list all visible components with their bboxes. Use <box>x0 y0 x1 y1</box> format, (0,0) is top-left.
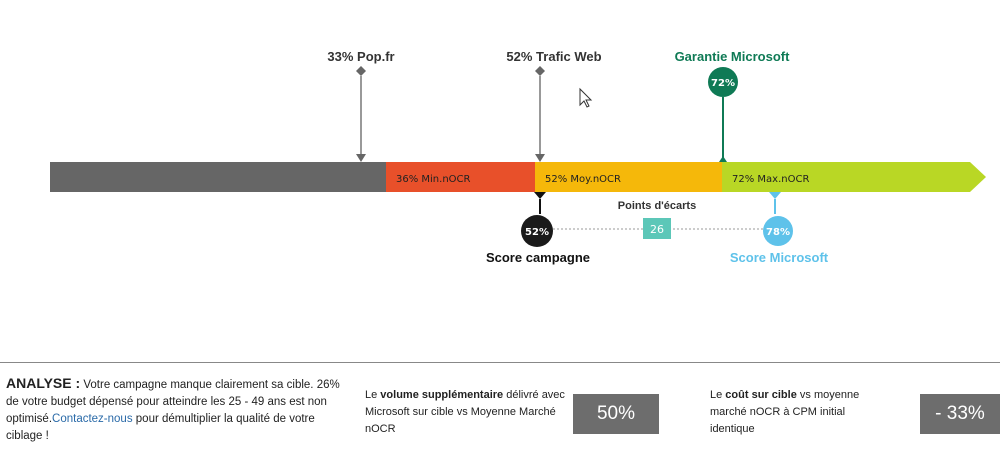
mouse-cursor-icon <box>579 87 593 108</box>
score-campagne-circle <box>521 215 553 247</box>
diamond-icon <box>535 66 545 76</box>
marker-trafic-web: 52% Trafic Web <box>506 49 602 162</box>
score-diagram: 36% Min.nOCR 52% Moy.nOCR 72% Max.nOCR 33%… <box>50 49 986 265</box>
arrow-down-icon <box>535 154 545 162</box>
score-campagne-label: Score campagne <box>486 250 590 265</box>
analysis-text: ANALYSE : Votre campagne manque claireme… <box>6 375 346 445</box>
stat-cost-text: Le coût sur cible vs moyenne marché nOCR… <box>710 387 890 438</box>
score-bar: 36% Min.nOCR 52% Moy.nOCR 72% Max.nOCR <box>50 162 986 192</box>
stat-cost-post: vs moyenne marché nOCR à CPM initial ide… <box>710 389 860 435</box>
analysis-heading: ANALYSE : <box>6 375 81 391</box>
bar-segment <box>535 162 722 192</box>
marker-pop-fr: 33% Pop.fr <box>327 49 395 162</box>
points-ecarts-box <box>643 218 671 239</box>
score-microsoft-label: Score Microsoft <box>730 250 829 265</box>
garantie-microsoft: Garantie Microsoft 72% <box>675 49 791 162</box>
bar-segment-label: 52% Moy.nOCR <box>545 174 621 185</box>
points-ecarts-value: 26 <box>650 223 664 236</box>
points-ecarts-title: Points d'écarts <box>618 200 696 212</box>
stat-cost-value: - 33% <box>920 394 1000 434</box>
contact-link[interactable]: Contactez-nous <box>52 413 133 425</box>
stat-cost-bold: coût sur cible <box>725 389 797 401</box>
stat-volume-post: délivré avec Microsoft sur cible vs Moye… <box>365 389 565 435</box>
arrow-down-icon <box>534 192 546 199</box>
score-campagne: 52% Score campagne <box>486 192 590 265</box>
stat-volume-value: 50% <box>573 394 659 434</box>
arrow-down-icon <box>769 192 781 199</box>
marker-pop-fr-label: 33% Pop.fr <box>327 49 394 64</box>
garantie-circle <box>708 67 738 97</box>
bar-segment <box>722 162 986 192</box>
analysis-body-1: Votre campagne manque clairement sa cibl… <box>6 379 340 425</box>
score-microsoft-value: 78% <box>766 227 790 238</box>
stat-volume-bold: volume supplémentaire <box>380 389 504 401</box>
arrow-down-icon <box>356 154 366 162</box>
diamond-icon <box>356 66 366 76</box>
bar-segment <box>386 162 535 192</box>
points-ecarts: Points d'écarts 26 <box>553 200 763 239</box>
bar-segment-label: 72% Max.nOCR <box>732 174 809 185</box>
garantie-microsoft-title: Garantie Microsoft <box>675 49 791 64</box>
analysis-body-2: pour démultiplier la qualité de votre ci… <box>6 413 315 442</box>
bar-segment <box>50 162 386 192</box>
score-campagne-value: 52% <box>525 227 549 238</box>
garantie-microsoft-value: 72% <box>711 78 735 89</box>
marker-trafic-web-label: 52% Trafic Web <box>506 49 601 64</box>
score-microsoft-circle <box>763 216 793 246</box>
stat-volume-text: Le volume supplémentaire délivré avec Mi… <box>365 387 565 438</box>
stat-cost-pre: Le <box>710 389 726 401</box>
score-microsoft: 78% Score Microsoft <box>730 192 829 265</box>
stat-volume-pre: Le <box>365 389 381 401</box>
bar-segment-label: 36% Min.nOCR <box>396 174 471 185</box>
analysis-panel: ANALYSE : Votre campagne manque claireme… <box>0 362 1000 454</box>
arrow-up-icon <box>719 156 727 162</box>
